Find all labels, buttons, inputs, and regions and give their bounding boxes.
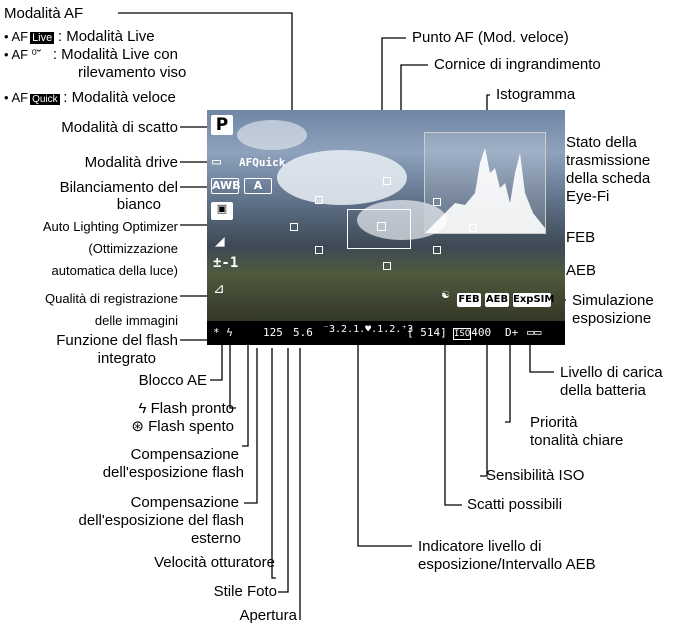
histogram <box>424 132 546 234</box>
shooting-mode-label: Modalità di scatto <box>61 119 178 136</box>
highlight-label-2: tonalità chiare <box>530 432 624 449</box>
af-point-box <box>383 262 391 270</box>
exp-sim-icon: ExpSIM <box>513 293 555 307</box>
white-balance-label-1: Bilanciamento del <box>59 179 178 196</box>
af-quick-icon: AFQuick <box>239 156 286 169</box>
exposure-label-2: esposizione/Intervallo AEB <box>418 556 596 573</box>
iso-label: Sensibilità ISO <box>486 467 585 484</box>
af-point-box <box>469 224 477 232</box>
shots-label: Scatti possibili <box>467 496 563 513</box>
flash-comp-label-2: dell'esposizione flash <box>102 464 244 481</box>
af-point-box <box>315 196 323 204</box>
drive-mode-label: Modalità drive <box>84 154 178 171</box>
flash-func-label-2: integrato <box>97 350 156 367</box>
magnify-frame <box>347 209 411 249</box>
ext-flash-comp-label-3: esterno <box>190 530 241 547</box>
af-point-label: Punto AF (Mod. veloce) <box>412 29 569 46</box>
drive-mode-icon: ▭ <box>212 152 222 170</box>
af-point-box <box>290 223 298 231</box>
shutter-value: 125 <box>263 326 283 339</box>
flash-func-label-1: Funzione del flash <box>56 332 178 349</box>
flash-off-label: ⊛ Flash spento <box>131 418 234 435</box>
aperture-label: Apertura <box>239 607 297 624</box>
shutter-speed-label: Velocità otturatore <box>154 554 275 571</box>
ext-flash-comp-label-1: Compensazione <box>130 494 239 511</box>
feb-icon: FEB <box>457 293 481 307</box>
af-mode-label: Modalità AF <box>4 5 84 22</box>
ae-lock-label: Blocco AE <box>138 372 207 389</box>
exp-sim-label-2: esposizione <box>572 310 652 327</box>
shots-value: [ 514] <box>407 326 447 339</box>
quality-label-2: delle immagini <box>94 313 178 328</box>
live-view-screen: P AFQuick ▭ AWB A ▣ ◢ ±-1 ⊿ ☯ FEB AEB Ex… <box>207 110 565 345</box>
af-point-box <box>433 246 441 254</box>
magnify-frame-label: Cornice di ingrandimento <box>434 56 601 73</box>
eyefi-label-4: Eye-Fi <box>566 188 610 205</box>
white-balance-icon: AWB <box>211 178 241 194</box>
histogram-graph <box>425 148 545 233</box>
ext-flash-comp-label-2: dell'esposizione del flash <box>78 512 244 529</box>
shooting-mode-icon: P <box>211 115 233 135</box>
image-quality-icon: ◢ <box>215 231 225 250</box>
white-balance-label-2: bianco <box>116 196 161 213</box>
eyefi-label-1: Stato della <box>566 134 637 151</box>
af-point-box <box>383 177 391 185</box>
aeb-label: AEB <box>566 262 597 279</box>
face-mode-bullet: • AF ⁰˘ : Modalità Live con <box>4 46 178 63</box>
aperture-value: 5.6 <box>293 326 313 339</box>
battery-label-2: della batteria <box>560 382 646 399</box>
eyefi-label-3: della scheda <box>566 170 651 187</box>
picture-style-icon: A <box>244 178 272 194</box>
alo-label-3: automatica della luce) <box>51 263 178 278</box>
cloud <box>237 120 307 150</box>
alo-label-1: Auto Lighting Optimizer <box>42 219 178 234</box>
battery-icon: ▭▭ <box>527 325 542 339</box>
highlight-icon: D+ <box>505 326 519 339</box>
flash-function-icon: ⊿ <box>213 281 225 297</box>
feb-label: FEB <box>566 229 596 246</box>
flash-comp-icon: ±-1 <box>213 255 239 271</box>
alo-label-2: (Ottimizzazione <box>88 241 178 256</box>
aeb-icon: AEB <box>485 293 509 307</box>
iso-value: ISO400 <box>453 326 492 340</box>
histogram-label: Istogramma <box>496 86 576 103</box>
alo-icon: ▣ <box>211 202 233 220</box>
flash-ready-label: ϟ Flash pronto <box>138 400 235 417</box>
picture-style-label: Stile Foto <box>213 583 277 600</box>
face-mode-text-2: rilevamento viso <box>78 64 187 81</box>
flash-comp-label-1: Compensazione <box>130 446 239 463</box>
quality-label-1: Qualità di registrazione <box>45 291 178 306</box>
ae-flash-icons: * ϟ <box>213 326 233 339</box>
exp-sim-label-1: Simulazione <box>572 292 654 309</box>
af-point-box <box>315 246 323 254</box>
highlight-label-1: Priorità <box>530 414 578 431</box>
info-bar: * ϟ 125 5.6 ⁻3.2.1.♥.1.2.⁺3 [ 514] ISO40… <box>207 321 565 345</box>
af-point-box <box>377 222 386 231</box>
exposure-scale: ⁻3.2.1.♥.1.2.⁺3 <box>323 324 414 335</box>
eyefi-label-2: trasmissione <box>566 152 651 169</box>
exposure-label-1: Indicatore livello di <box>418 538 542 555</box>
af-point-box <box>433 198 441 206</box>
battery-label-1: Livello di carica <box>560 364 663 381</box>
eyefi-icon: ☯ <box>442 287 450 301</box>
